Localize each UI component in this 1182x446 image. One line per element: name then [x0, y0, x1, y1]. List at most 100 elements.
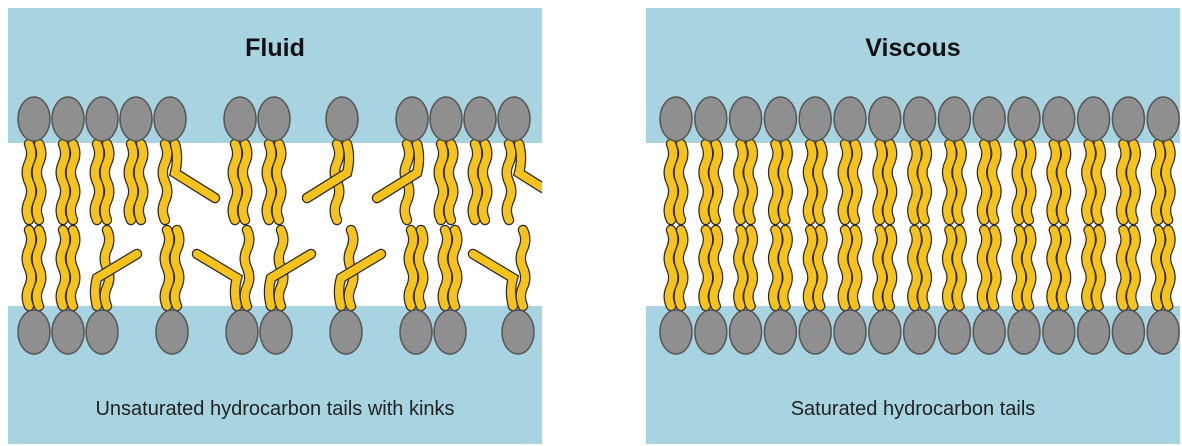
- hydrocarbon-tail: [521, 230, 526, 306]
- phospholipid-head: [730, 310, 762, 354]
- hydrocarbon-tail: [808, 230, 813, 306]
- fluid-membrane-panel: Fluid Unsaturated hydrocarbon tails with…: [8, 8, 542, 444]
- hydrocarbon-tail: [853, 230, 858, 306]
- fluid-caption: Unsaturated hydrocarbon tails with kinks: [8, 398, 542, 421]
- hydrocarbon-tail: [669, 144, 674, 220]
- phospholipid-head: [799, 97, 831, 141]
- hydrocarbon-tail: [912, 230, 917, 306]
- hydrocarbon-tail: [714, 230, 719, 306]
- hydrocarbon-tail: [738, 144, 743, 220]
- hydrocarbon-tail: [175, 230, 180, 306]
- phospholipid-head: [498, 97, 530, 141]
- hydrocarbon-tail: [245, 230, 250, 306]
- hydrocarbon-tail: [878, 230, 883, 306]
- hydrocarbon-tail: [1096, 230, 1101, 306]
- hydrocarbon-tail: [957, 230, 962, 306]
- hydrocarbon-tail: [129, 144, 134, 220]
- hydrocarbon-tail: [1121, 230, 1126, 306]
- hydrocarbon-tail: [449, 144, 454, 220]
- phospholipid-head: [86, 97, 118, 141]
- phospholipid-head: [904, 97, 936, 141]
- hydrocarbon-tail: [267, 144, 272, 220]
- hydrocarbon-tail: [277, 144, 282, 220]
- hydrocarbon-tail: [912, 144, 917, 220]
- hydrocarbon-tail: [888, 144, 893, 220]
- hydrocarbon-tail: [439, 144, 444, 220]
- phospholipid-head: [834, 310, 866, 354]
- phospholipid-head: [18, 97, 50, 141]
- hydrocarbon-tail: [947, 144, 952, 220]
- phospholipid-head: [430, 97, 462, 141]
- hydrocarbon-tail: [1017, 230, 1022, 306]
- phospholipid-head: [258, 97, 290, 141]
- phospholipid-head: [973, 310, 1005, 354]
- hydrocarbon-tail: [507, 144, 512, 220]
- hydrocarbon-tail: [1027, 230, 1032, 306]
- hydrocarbon-tail: [1096, 144, 1101, 220]
- phospholipid-head: [695, 310, 727, 354]
- phospholipid-head: [52, 97, 84, 141]
- phospholipid-head: [834, 97, 866, 141]
- hydrocarbon-tail: [37, 144, 42, 220]
- phospholipid-head: [973, 97, 1005, 141]
- hydrocarbon-tail: [748, 230, 753, 306]
- phospholipid-head: [156, 310, 188, 354]
- phospholipid-head: [260, 310, 292, 354]
- hydrocarbon-tail: [1166, 144, 1171, 220]
- phospholipid-head: [1008, 310, 1040, 354]
- phospholipid-head: [86, 310, 118, 354]
- phospholipid-head: [799, 310, 831, 354]
- phospholipid-head: [938, 97, 970, 141]
- phospholipid-head: [224, 97, 256, 141]
- phospholipid-head: [695, 97, 727, 141]
- hydrocarbon-tail: [783, 144, 788, 220]
- hydrocarbon-tail: [1131, 144, 1136, 220]
- hydrocarbon-tail: [409, 230, 414, 306]
- hydrocarbon-tail: [473, 144, 478, 220]
- hydrocarbon-tail: [1156, 144, 1161, 220]
- phospholipid-head: [660, 310, 692, 354]
- fluid-bilayer-diagram: [8, 8, 542, 444]
- phospholipid-head: [938, 310, 970, 354]
- hydrocarbon-tail: [1052, 144, 1057, 220]
- phospholipid-head: [869, 97, 901, 141]
- phospholipid-head: [1112, 310, 1144, 354]
- phospholipid-head: [1078, 310, 1110, 354]
- phospholipid-head: [120, 97, 152, 141]
- phospholipid-head: [52, 310, 84, 354]
- hydrocarbon-tail: [748, 144, 753, 220]
- hydrocarbon-tail: [483, 144, 488, 220]
- hydrocarbon-tail: [71, 144, 76, 220]
- hydrocarbon-tail: [992, 144, 997, 220]
- phospholipid-head: [464, 97, 496, 141]
- hydrocarbon-tail: [878, 144, 883, 220]
- hydrocarbon-tail: [1017, 144, 1022, 220]
- hydrocarbon-tail: [704, 230, 709, 306]
- phospholipid-head: [154, 97, 186, 141]
- hydrocarbon-tail: [922, 144, 927, 220]
- hydrocarbon-tail: [714, 144, 719, 220]
- phospholipid-head: [1147, 97, 1179, 141]
- fluid-title: Fluid: [8, 34, 542, 63]
- hydrocarbon-tail: [773, 230, 778, 306]
- hydrocarbon-tail: [888, 230, 893, 306]
- viscous-membrane-panel: Viscous Saturated hydrocarbon tails: [646, 8, 1180, 444]
- hydrocarbon-tail: [843, 144, 848, 220]
- phospholipid-head: [330, 310, 362, 354]
- hydrocarbon-tail: [165, 230, 170, 306]
- phospholipid-head: [1043, 310, 1075, 354]
- hydrocarbon-tail: [992, 230, 997, 306]
- viscous-bilayer-diagram: [646, 8, 1180, 444]
- phospholipid-head: [18, 310, 50, 354]
- hydrocarbon-tail: [982, 230, 987, 306]
- hydrocarbon-tail: [783, 230, 788, 306]
- hydrocarbon-tail: [1086, 230, 1091, 306]
- phospholipid-head: [869, 310, 901, 354]
- hydrocarbon-tail: [139, 144, 144, 220]
- phospholipid-head: [660, 97, 692, 141]
- phospholipid-head: [396, 97, 428, 141]
- phospholipid-head: [502, 310, 534, 354]
- hydrocarbon-tail: [71, 230, 76, 306]
- hydrocarbon-tail: [853, 144, 858, 220]
- hydrocarbon-tail: [679, 144, 684, 220]
